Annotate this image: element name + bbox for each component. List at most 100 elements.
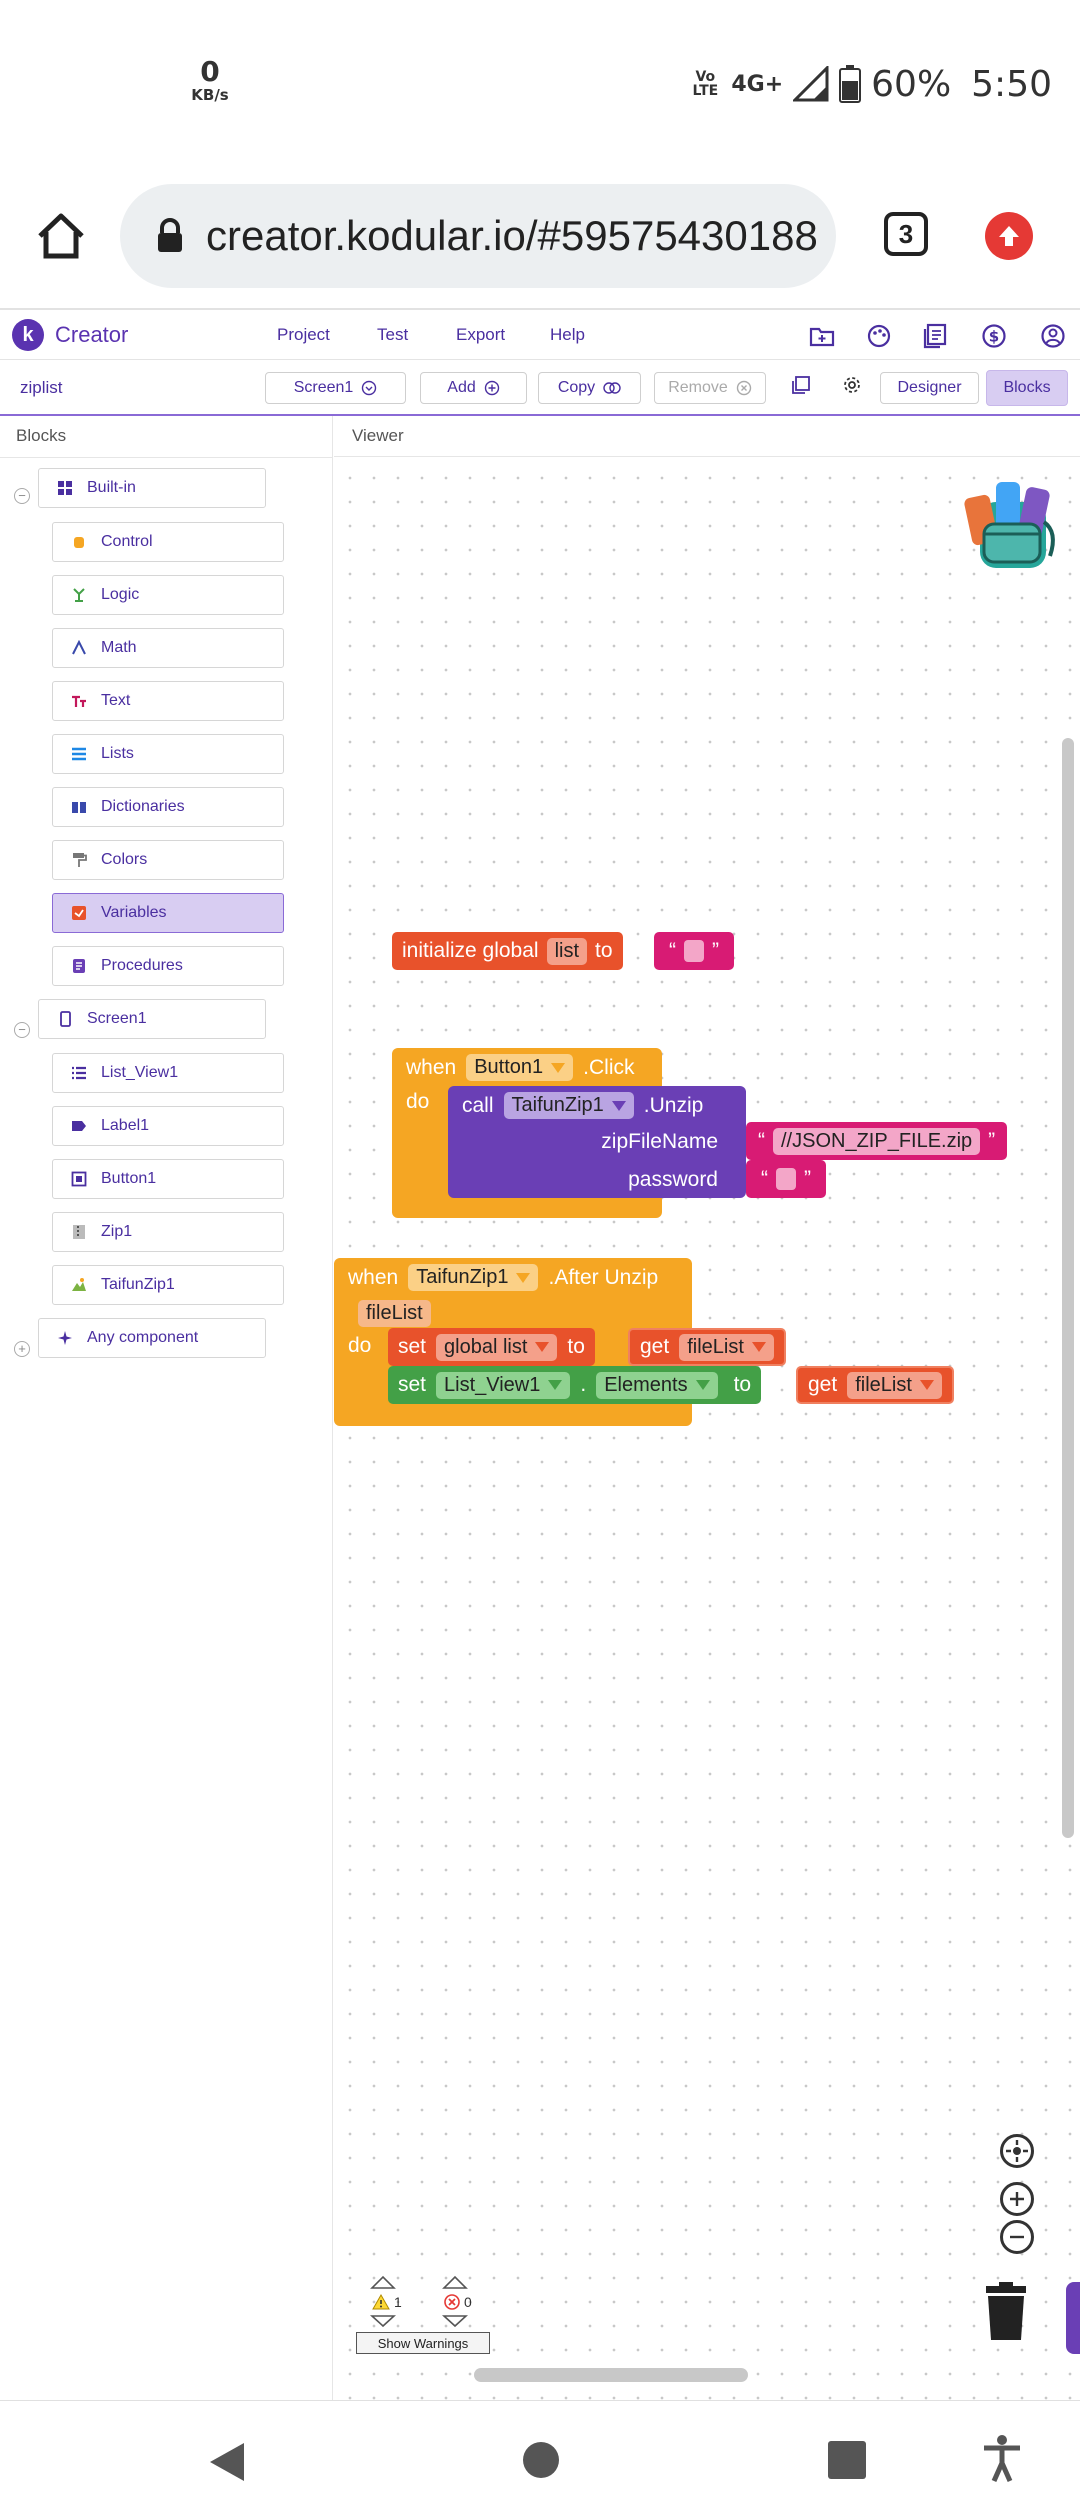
accessibility-icon[interactable] xyxy=(982,2435,1022,2483)
variable-dropdown-filelist[interactable]: fileList xyxy=(679,1333,774,1361)
vertical-scrollbar[interactable] xyxy=(1062,738,1074,1838)
network-type: 4G+ xyxy=(731,71,784,97)
component-dropdown-button1[interactable]: Button1 xyxy=(466,1054,574,1081)
property-dropdown-elements[interactable]: Elements xyxy=(596,1371,718,1399)
tree-screen1[interactable]: Screen1 xyxy=(38,999,266,1039)
param-password-label: password xyxy=(628,1168,718,1191)
data-speed: 0 KB/s xyxy=(190,58,230,105)
block-set-global-list[interactable]: set global list to xyxy=(388,1328,595,1366)
extension-icon xyxy=(71,1277,87,1293)
param-filelist-chip[interactable]: fileList xyxy=(358,1300,431,1327)
folder-icon[interactable] xyxy=(809,323,835,349)
screen-selector[interactable]: Screen1 xyxy=(265,372,406,404)
tree-item-math[interactable]: Math xyxy=(52,628,284,668)
zoom-out-icon[interactable] xyxy=(1000,2220,1034,2254)
warning-nav-arrows[interactable] xyxy=(370,2274,396,2290)
tab-switcher-button[interactable]: 3 xyxy=(884,212,928,256)
tree-item-label1-label: Label1 xyxy=(101,1117,150,1134)
dictionary-icon xyxy=(71,799,87,815)
block-empty-string[interactable]: “ ” xyxy=(654,932,734,970)
tree-item-logic[interactable]: Logic xyxy=(52,575,284,615)
url-text[interactable]: creator.kodular.io/#59575430188 xyxy=(206,212,818,259)
tree-item-button1[interactable]: Button1 xyxy=(52,1159,284,1199)
tree-item-variables[interactable]: Variables xyxy=(52,893,284,933)
component-dropdown-button1-label: Button1 xyxy=(474,1056,544,1078)
component-dropdown-taifunzip1[interactable]: TaifunZip1 xyxy=(503,1092,634,1119)
recents-icon[interactable] xyxy=(828,2441,866,2479)
docs-icon[interactable] xyxy=(922,323,948,349)
kodular-logo: k xyxy=(12,319,44,351)
home-icon[interactable] xyxy=(36,212,86,260)
account-icon[interactable] xyxy=(1040,323,1066,349)
dollar-icon[interactable]: $ xyxy=(981,323,1007,349)
error-count: 0 xyxy=(464,2294,472,2310)
home-circle-icon[interactable] xyxy=(522,2441,560,2479)
string-input-box[interactable] xyxy=(776,1168,796,1190)
remove-screen-button[interactable]: Remove xyxy=(654,372,766,404)
zip-filename-value[interactable]: //JSON_ZIP_FILE.zip xyxy=(773,1127,981,1155)
variable-dropdown-global-list[interactable]: global list xyxy=(436,1333,558,1361)
backpack-icon[interactable] xyxy=(962,472,1062,574)
drawer-handle[interactable] xyxy=(1066,2282,1080,2354)
copy-screen-button[interactable]: Copy xyxy=(538,372,641,404)
upload-icon[interactable] xyxy=(985,212,1033,260)
palette-icon[interactable] xyxy=(866,323,892,349)
menu-help[interactable]: Help xyxy=(550,325,585,344)
tree-any-component[interactable]: Any component xyxy=(38,1318,266,1358)
remove-screen-label: Remove xyxy=(668,379,728,396)
tree-item-text[interactable]: Text xyxy=(52,681,284,721)
warning-nav-down[interactable] xyxy=(370,2314,396,2328)
recenter-icon[interactable] xyxy=(1000,2134,1034,2168)
horizontal-scrollbar[interactable] xyxy=(474,2368,748,2382)
error-nav-down[interactable] xyxy=(442,2314,468,2328)
string-input-box[interactable] xyxy=(684,940,704,962)
add-screen-button[interactable]: Add xyxy=(420,372,527,404)
designer-button[interactable]: Designer xyxy=(880,372,979,404)
tree-item-list-view1[interactable]: List_View1 xyxy=(52,1053,284,1093)
expand-any-component-icon[interactable]: + xyxy=(14,1341,30,1357)
variable-name-chip[interactable]: list xyxy=(546,937,588,965)
blocks-button[interactable]: Blocks xyxy=(986,370,1068,406)
block-zip-filename-string[interactable]: “ //JSON_ZIP_FILE.zip ” xyxy=(746,1122,1008,1160)
show-warnings-button[interactable]: Show Warnings xyxy=(356,2332,490,2354)
blocks-panel: Blocks − Built-in Control Logic Math Tex… xyxy=(0,416,333,2400)
menu-project[interactable]: Project xyxy=(277,325,330,344)
when-label: when xyxy=(348,1265,399,1289)
variable-dropdown-filelist[interactable]: fileList xyxy=(847,1371,942,1399)
tree-builtin-label: Built-in xyxy=(87,479,136,496)
warning-counter: 1 xyxy=(372,2294,402,2310)
menu-test[interactable]: Test xyxy=(377,325,409,344)
gear-icon[interactable] xyxy=(842,375,862,395)
blocks-workspace[interactable]: initialize global list to “ ” when Butto… xyxy=(334,458,1080,2400)
screenshot-icon[interactable] xyxy=(791,375,811,395)
block-password-string[interactable]: “ ” xyxy=(746,1160,826,1198)
trash-icon[interactable] xyxy=(984,2282,1028,2342)
tree-item-control[interactable]: Control xyxy=(52,522,284,562)
block-get-filelist-2[interactable]: get fileList xyxy=(796,1366,954,1404)
block-get-filelist[interactable]: get fileList xyxy=(628,1328,786,1366)
tree-item-label1[interactable]: Label1 xyxy=(52,1106,284,1146)
tree-item-dictionaries[interactable]: Dictionaries xyxy=(52,787,284,827)
component-dropdown-taifunzip1[interactable]: TaifunZip1 xyxy=(408,1264,539,1291)
component-dropdown-list-view1[interactable]: List_View1 xyxy=(436,1371,571,1399)
error-nav-arrows[interactable] xyxy=(442,2274,468,2290)
tree-builtin[interactable]: Built-in xyxy=(38,468,266,508)
remove-icon xyxy=(736,380,752,396)
block-set-listview-elements[interactable]: set List_View1 . Elements to xyxy=(388,1366,762,1404)
tree-item-zip1[interactable]: Zip1 xyxy=(52,1212,284,1252)
battery-percent: 60% xyxy=(871,63,952,105)
zoom-in-icon[interactable] xyxy=(1000,2182,1034,2216)
tree-item-procedures[interactable]: Procedures xyxy=(52,946,284,986)
back-icon[interactable] xyxy=(208,2441,246,2483)
phone-icon xyxy=(57,1011,73,1027)
collapse-screen-icon[interactable]: − xyxy=(14,1022,30,1038)
url-bar[interactable]: creator.kodular.io/#59575430188 xyxy=(120,184,836,288)
menu-export[interactable]: Export xyxy=(456,325,506,344)
block-initialize-global[interactable]: initialize global list to xyxy=(392,932,623,970)
collapse-builtin-icon[interactable]: − xyxy=(14,488,30,504)
tree-item-colors[interactable]: Colors xyxy=(52,840,284,880)
tree-item-taifunzip1[interactable]: TaifunZip1 xyxy=(52,1265,284,1305)
lock-icon xyxy=(156,218,184,254)
tree-item-lists[interactable]: Lists xyxy=(52,734,284,774)
tree-item-button1-label: Button1 xyxy=(101,1170,157,1187)
